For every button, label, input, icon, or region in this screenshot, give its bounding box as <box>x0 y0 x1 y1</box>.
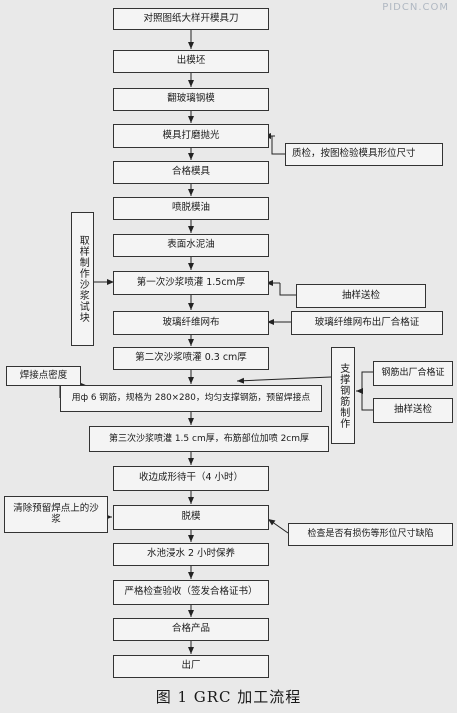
weld-density-box: 焊接点密度 <box>6 366 81 386</box>
step-support-rebar: 用ф 6 钢筋，规格为 280×280，均匀支撑钢筋，预留焊接点 <box>60 385 322 412</box>
step-qualified-mould: 合格模具 <box>113 161 269 184</box>
sampling-box-1: 抽样送检 <box>296 284 426 308</box>
step-mould-blank: 出模坯 <box>113 50 269 73</box>
step-first-spray: 第一次沙浆喷灌 1.5cm厚 <box>113 271 269 295</box>
rebar-cert-box: 钢筋出厂合格证 <box>373 361 453 386</box>
step-qualified-product: 合格产品 <box>113 618 269 641</box>
step-cut-mould-knife: 对照图纸大样开模具刀 <box>113 8 269 30</box>
step-surface-cement: 表面水泥油 <box>113 234 269 257</box>
support-rebar-vertical-box: 支撑钢筋制作 <box>331 347 355 444</box>
fiber-cert-box: 玻璃纤维网布出厂合格证 <box>291 311 443 335</box>
step-water-soak: 水池浸水 2 小时保养 <box>113 543 269 566</box>
step-third-spray: 第三次沙浆喷灌 1.5 cm厚，布筋部位加喷 2cm厚 <box>89 426 329 452</box>
step-final-inspection: 严格检查验收（签发合格证书） <box>113 580 269 605</box>
step-second-spray: 第二次沙浆喷灌 0.3 cm厚 <box>113 347 269 370</box>
figure-caption: 图 1 GRC 加工流程 <box>155 688 302 706</box>
specimen-vertical-box: 取样制作沙浆试块 <box>71 212 94 346</box>
step-fiber-mesh: 玻璃纤维网布 <box>113 311 269 335</box>
step-frp-mould: 翻玻璃钢模 <box>113 88 269 111</box>
step-edge-curing: 收边成形待干（4 小时） <box>113 466 269 491</box>
sampling-box-2: 抽样送检 <box>373 398 453 423</box>
step-polish-mould: 模具打磨抛光 <box>113 124 269 148</box>
clean-sand-box: 清除预留焊点上的沙浆 <box>4 496 108 533</box>
step-spray-release-oil: 喷脱模油 <box>113 197 269 220</box>
step-demould: 脱模 <box>113 505 269 530</box>
quality-check-box: 质检，按图检验模具形位尺寸 <box>285 143 443 166</box>
inspect-defect-box: 检查是否有损伤等形位尺寸缺陷 <box>288 523 453 546</box>
step-ship: 出厂 <box>113 655 269 678</box>
watermark: PIDCN.COM <box>382 2 449 13</box>
